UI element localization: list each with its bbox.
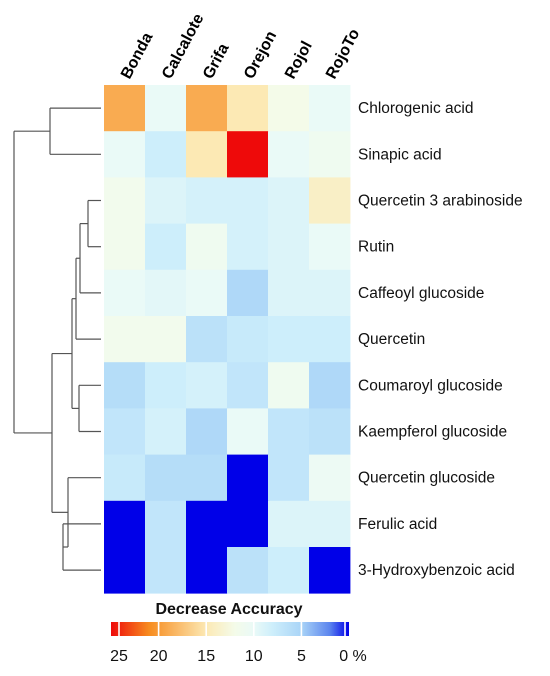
heatmap-cell — [145, 500, 187, 548]
heatmap-cell — [145, 408, 187, 455]
heatmap-cell — [268, 316, 310, 363]
heatmap-cell — [104, 316, 146, 363]
heatmap-cell — [145, 547, 187, 594]
heatmap-cell — [309, 223, 351, 271]
heatmap-cell — [227, 547, 269, 594]
heatmap-cell — [268, 85, 310, 132]
column-label: RojoTo — [323, 26, 363, 82]
heatmap-cell — [227, 85, 269, 132]
heatmap-cell — [104, 223, 146, 271]
heatmap-cell — [227, 454, 269, 502]
colorbar-tick-label: 20 — [150, 648, 168, 665]
column-label: Orejon — [241, 28, 280, 82]
heatmap-cell — [268, 454, 310, 502]
heatmap-cell — [268, 547, 310, 594]
heatmap-cell — [227, 316, 269, 363]
heatmap-cell — [186, 316, 228, 363]
heatmap-cell — [145, 316, 187, 363]
heatmap-cell — [104, 362, 146, 409]
heatmap-cell — [227, 177, 269, 224]
heatmap-cell — [309, 408, 351, 455]
heatmap-cell — [309, 269, 351, 317]
heatmap-cell — [145, 131, 187, 178]
heatmap-cell — [145, 85, 187, 132]
heatmap-cell — [145, 454, 187, 502]
heatmap-cell — [186, 454, 228, 502]
heatmap-cell — [104, 454, 146, 502]
heatmap-cell — [227, 223, 269, 271]
row-label: Coumaroyl glucoside — [358, 377, 503, 394]
heatmap-cell — [268, 500, 310, 548]
heatmap-cell — [309, 362, 351, 409]
row-label: Sinapic acid — [358, 146, 442, 163]
heatmap-cell — [227, 362, 269, 409]
column-label: Rojol — [282, 39, 316, 82]
heatmap-cell — [268, 223, 310, 271]
row-label: Caffeoyl glucoside — [358, 285, 484, 302]
heatmap-cell — [104, 500, 146, 548]
heatmap-cell — [268, 131, 310, 178]
heatmap-cell — [186, 85, 228, 132]
row-label: Ferulic acid — [358, 516, 437, 533]
heatmap-cell — [227, 408, 269, 455]
column-label: Calcalote — [159, 11, 207, 82]
heatmap-cell — [104, 177, 146, 224]
heatmap-cell — [268, 177, 310, 224]
row-label: Kaempferol glucoside — [358, 424, 507, 441]
heatmap-cell — [145, 177, 187, 224]
heatmap-cell — [186, 131, 228, 178]
heatmap-cell — [309, 131, 351, 178]
colorbar-title: Decrease Accuracy — [155, 601, 302, 618]
heatmap-cell — [186, 408, 228, 455]
column-label: Bonda — [118, 30, 156, 82]
heatmap-cell — [268, 362, 310, 409]
heatmap-cell — [104, 547, 146, 594]
row-dendrogram — [13, 107, 101, 571]
heatmap-cell — [227, 269, 269, 317]
colorbar — [111, 622, 349, 636]
row-label: Rutin — [358, 239, 394, 256]
heatmap-cells — [104, 85, 351, 594]
heatmap-cell — [268, 269, 310, 317]
heatmap-cell — [186, 362, 228, 409]
heatmap-cell — [104, 269, 146, 317]
row-label: Quercetin glucoside — [358, 470, 495, 487]
colorbar-tick-label: 15 — [197, 648, 215, 665]
row-label: Quercetin 3 arabinoside — [358, 193, 523, 210]
heatmap-cell — [227, 131, 269, 178]
heatmap-cell — [145, 223, 187, 271]
heatmap-cell — [145, 362, 187, 409]
row-label: Quercetin — [358, 331, 425, 348]
colorbar-gradient — [111, 622, 349, 636]
colorbar-tick-label: 10 — [245, 648, 263, 665]
column-label: Grifa — [200, 41, 233, 82]
heatmap-cell — [309, 454, 351, 502]
row-label: Chlorogenic acid — [358, 100, 473, 117]
heatmap-cell — [186, 500, 228, 548]
heatmap-cell — [268, 408, 310, 455]
heatmap-cell — [309, 500, 351, 548]
row-label: 3-Hydroxybenzoic acid — [358, 562, 515, 579]
heatmap-cell — [186, 547, 228, 594]
heatmap-cell — [104, 408, 146, 455]
colorbar-tick-label: 0 % — [339, 648, 367, 665]
heatmap-cell — [186, 269, 228, 317]
colorbar-tick-label: 25 — [110, 648, 128, 665]
heatmap-cell — [309, 85, 351, 132]
heatmap-cell — [227, 500, 269, 548]
heatmap-cell — [186, 177, 228, 224]
heatmap-cell — [145, 269, 187, 317]
heatmap-cell — [186, 223, 228, 271]
heatmap-cell — [309, 316, 351, 363]
heatmap-cell — [309, 547, 351, 594]
colorbar-ticks: 25 20 15 10 5 0 % — [110, 622, 367, 665]
heatmap-cell — [309, 177, 351, 224]
heatmap-cell — [104, 131, 146, 178]
colorbar-tick-label: 5 — [297, 648, 306, 665]
heatmap-cell — [104, 85, 146, 132]
